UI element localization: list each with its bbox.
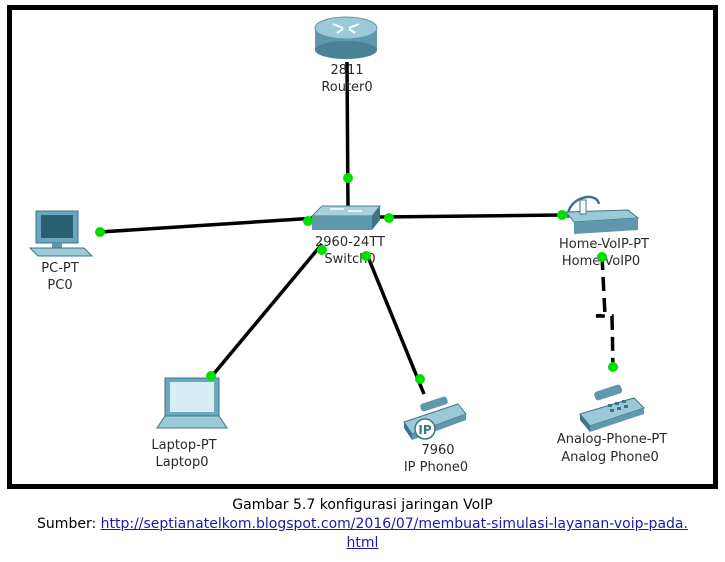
port-dot — [608, 362, 618, 372]
link-switch-voip[interactable] — [379, 213, 563, 219]
source-url-line2: html — [346, 535, 379, 551]
source-link[interactable]: http://septianatelkom.blogspot.com/2016/… — [101, 516, 688, 551]
port-dot — [415, 374, 425, 384]
ipphone-name-label: IP Phone0 — [404, 460, 468, 475]
switch-model-label: 2960-24TT — [315, 235, 385, 250]
port-status-dots — [95, 173, 618, 384]
router-name-label: Router0 — [321, 80, 372, 95]
network-topology: 2811 Router0 2960-24TT Switch0 PC-PT PC0… — [28, 16, 667, 475]
port-dot — [361, 251, 371, 261]
voip-model-label: Home-VoIP-PT — [559, 237, 649, 252]
links — [99, 61, 615, 395]
ipphone-model-label: 7960 — [421, 443, 454, 458]
figure-caption: Gambar 5.7 konfigurasi jaringan VoIP — [232, 497, 493, 513]
source-prefix: Sumber: — [37, 516, 101, 532]
port-dot — [597, 252, 607, 262]
port-dot — [303, 216, 313, 226]
laptop-name-label: Laptop0 — [155, 455, 208, 470]
pc-name-label: PC0 — [47, 278, 72, 293]
pc-icon[interactable] — [28, 210, 94, 257]
port-dot — [343, 173, 353, 183]
port-dot — [95, 227, 105, 237]
port-dot — [317, 245, 327, 255]
router-icon[interactable] — [314, 16, 378, 59]
port-dot — [384, 213, 394, 223]
ip-phone-icon[interactable]: IP — [403, 396, 467, 440]
switch-icon[interactable] — [310, 205, 382, 230]
link-router-switch[interactable] — [345, 61, 350, 211]
link-switch-ipphone[interactable] — [364, 251, 426, 395]
analog-phone-icon[interactable] — [579, 384, 645, 432]
ip-badge-label: IP — [418, 423, 431, 437]
figure-source: Sumber: http://septianatelkom.blogspot.c… — [0, 515, 725, 553]
port-dot — [557, 210, 567, 220]
laptop-icon[interactable] — [156, 377, 228, 429]
link-switch-laptop[interactable] — [210, 242, 324, 378]
link-pc-switch[interactable] — [99, 216, 317, 234]
home-voip-icon[interactable] — [564, 195, 640, 234]
analog-model-label: Analog-Phone-PT — [557, 432, 667, 447]
link-voip-analog[interactable] — [595, 255, 615, 369]
port-dot — [206, 371, 216, 381]
analog-name-label: Analog Phone0 — [561, 450, 659, 465]
source-url-line1: http://septianatelkom.blogspot.com/2016/… — [100, 516, 688, 532]
laptop-model-label: Laptop-PT — [151, 438, 216, 453]
pc-model-label: PC-PT — [41, 261, 78, 276]
router-model-label: 2811 — [330, 63, 363, 78]
